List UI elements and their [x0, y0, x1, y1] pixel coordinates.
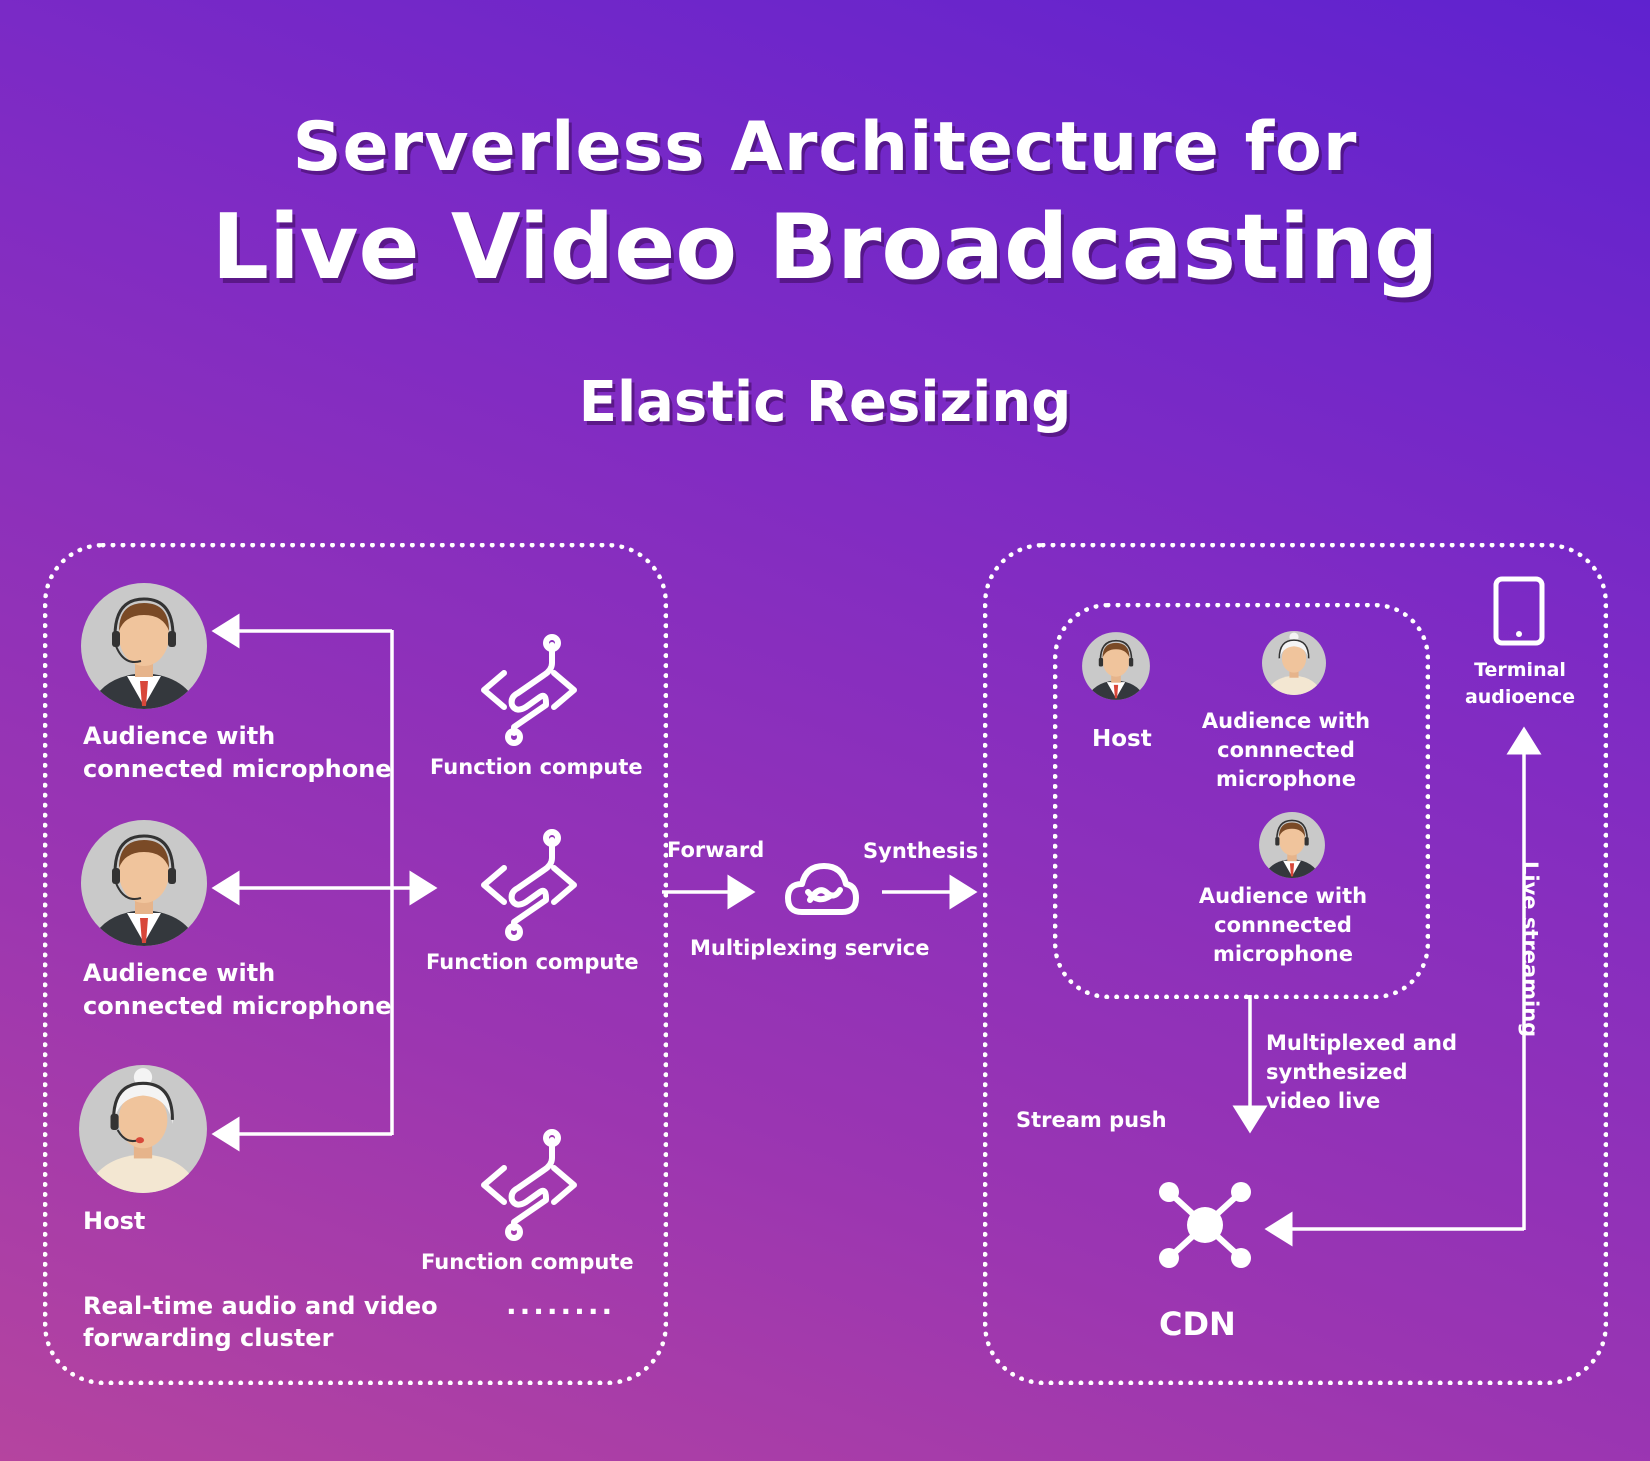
title-line-2: Live Video Broadcasting [211, 195, 1439, 300]
live-streaming-label: Live streaming [1518, 861, 1542, 1038]
forward-label: Forward [667, 838, 765, 862]
terminal-label: Terminal audioence [1464, 659, 1576, 708]
multiplexed-label: Multiplexed and synthesized video live [1266, 1031, 1458, 1113]
cloud-icon [785, 863, 859, 915]
male-headset-avatar-icon [1259, 812, 1325, 878]
female-headset-avatar-icon [79, 1065, 207, 1193]
cdn-network-icon [1159, 1182, 1251, 1268]
right-audience-label: Audience with connnected microphone [1201, 709, 1371, 791]
male-headset-avatar-icon [1082, 632, 1150, 700]
female-headset-avatar-icon [1262, 631, 1326, 695]
person-label: Host [83, 1207, 146, 1235]
right-cluster-box [983, 543, 1608, 1385]
left-cluster-box [43, 543, 668, 1385]
person-label: Audience with connected microphone [83, 722, 392, 783]
function-compute-icon [481, 829, 577, 941]
person-label: Audience with connected microphone [83, 959, 392, 1020]
function-compute-label: Function compute [426, 950, 639, 974]
title-line-1: Serverless Architecture for [292, 108, 1358, 187]
more-functions-ellipsis: ........ [506, 1288, 616, 1321]
male-headset-avatar-icon [81, 583, 207, 709]
stream-push-label: Stream push [1016, 1108, 1167, 1132]
male-headset-avatar-icon [81, 820, 207, 946]
tablet-icon [1493, 576, 1545, 646]
subtitle: Elastic Resizing [578, 370, 1072, 435]
function-compute-label: Function compute [421, 1250, 634, 1274]
right-audience-label: Audience with connnected microphone [1198, 884, 1368, 966]
cluster-caption: Real-time audio and video forwarding clu… [83, 1292, 438, 1352]
right-host-label: Host [1092, 726, 1152, 752]
multiplexing-service-label: Multiplexing service [690, 936, 930, 960]
synthesis-label: Synthesis [863, 839, 979, 863]
participants-box [1053, 603, 1430, 999]
cdn-label: CDN [1159, 1305, 1236, 1343]
function-compute-icon [481, 1129, 577, 1241]
function-compute-icon [481, 634, 577, 746]
function-compute-label: Function compute [430, 755, 643, 779]
